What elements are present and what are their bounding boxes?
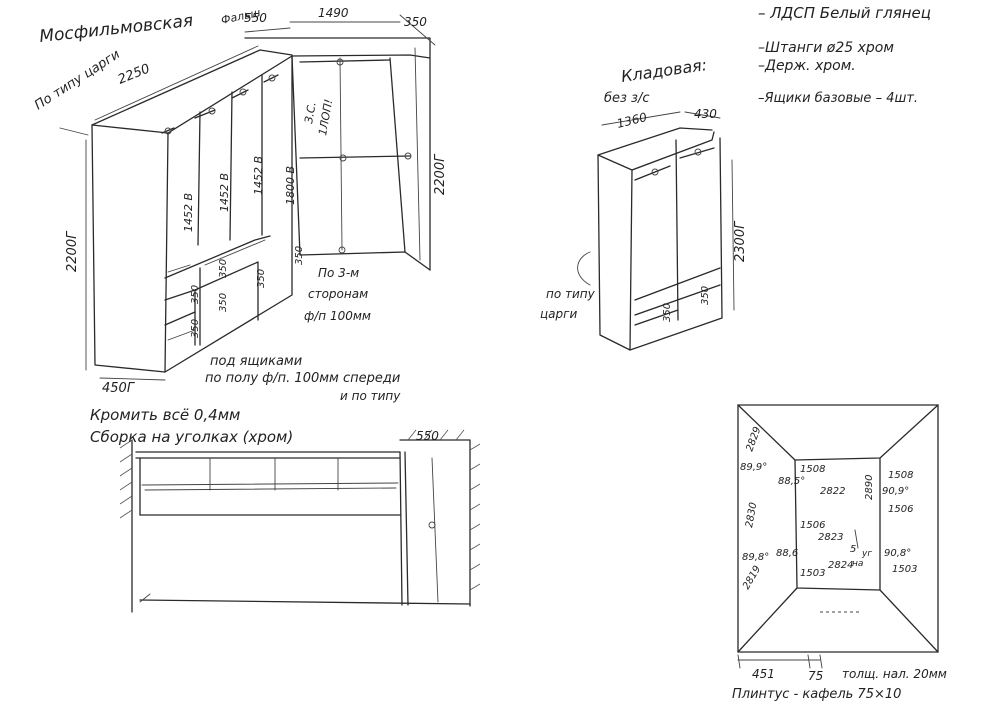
pantry-cell-350-b: 350: [700, 286, 711, 305]
note-3-sides-2: сторонам: [308, 287, 368, 301]
room-909: 90,9°: [882, 486, 909, 497]
room-899: 89,9°: [740, 462, 767, 473]
room-2823: 2823: [818, 532, 843, 543]
plan-dim-550: 550: [416, 429, 439, 443]
room-1506-b: 1506: [800, 520, 825, 531]
room-five: 5: [850, 544, 856, 555]
room-plan-drawing: [737, 404, 939, 669]
pantry-tsargi-2: царги: [540, 307, 577, 321]
pantry-dim-2300: 2300Г: [733, 220, 748, 262]
wardrobe-title: Мосфильмовская: [38, 11, 194, 47]
room-dim-451: 451: [752, 667, 775, 681]
cell-350-a: 350: [218, 259, 229, 278]
material-line-1: – ЛДСП Белый глянец: [758, 4, 931, 22]
pantry-cell-350-a: 350: [662, 303, 673, 322]
pantry-title: Кладовая:: [620, 55, 708, 86]
room-2822: 2822: [820, 486, 845, 497]
note-drawers-3: и по типу: [340, 389, 401, 403]
pantry-tsargi-arrow: [577, 251, 591, 286]
room-1503-b: 1503: [892, 564, 917, 575]
material-line-4: –Ящики базовые – 4шт.: [758, 91, 918, 106]
dim-450: 450Г: [102, 381, 136, 396]
dim-1452-b: 1452 В: [218, 173, 231, 212]
pantry-tsargi-1: по типу: [546, 287, 596, 301]
room-plinth-note: Плинтус - кафель 75×10: [732, 687, 901, 702]
cell-350-d: 350: [256, 269, 267, 288]
dim-350-top: 350: [404, 15, 427, 29]
room-885: 88,5°: [778, 476, 805, 487]
plan-view-drawing: [119, 429, 481, 613]
room-898-b: 90,8°: [884, 548, 911, 559]
room-2890: 2890: [864, 475, 875, 500]
dim-1452-c: 1452 В: [252, 156, 265, 195]
room-1508-b: 1508: [888, 470, 913, 481]
room-898-a: 89,8°: [742, 552, 769, 563]
room-na: на: [852, 559, 863, 569]
cell-350-e: 350: [218, 293, 229, 312]
note-drawers-1: под ящиками: [210, 354, 302, 369]
note-3-sides-1: По 3-м: [318, 266, 359, 280]
cell-350-b: 350: [190, 285, 201, 304]
note-3-sides-3: ф/п 100мм: [304, 309, 371, 323]
room-2829-a: 2829: [744, 425, 763, 453]
room-886: 88,6: [776, 548, 798, 559]
room-1503-a: 1503: [800, 568, 825, 579]
room-1506-a: 1506: [888, 504, 913, 515]
room-2824: 2824: [828, 560, 853, 571]
room-ug: уг: [861, 549, 872, 559]
dim-550-top: 550: [244, 11, 267, 25]
dim-1452-a: 1452 В: [182, 193, 195, 232]
zs-label: З.С.: [302, 101, 319, 125]
room-2819: 2819: [741, 564, 763, 592]
dim-1490-top: 1490: [318, 6, 349, 20]
room-2830: 2830: [744, 502, 759, 529]
lnp-label: 1ЛОП!: [316, 98, 335, 136]
pantry-dim-1360: 1360: [615, 110, 648, 131]
plan-note-assembly: Сборка на уголках (хром): [90, 428, 293, 446]
dim-2200-left: 2200Г: [65, 230, 80, 272]
dim-1800: 1800 В: [284, 166, 297, 205]
note-drawers-2: по полу ф/п. 100мм спереди: [205, 371, 400, 386]
material-line-2: –Штанги ø25 хром: [758, 40, 894, 56]
materials-notes: – ЛДСП Белый глянец –Штанги ø25 хром –Де…: [758, 4, 931, 106]
wardrobe-po-tsargi: По типу царги: [32, 47, 123, 113]
plan-note-edge: Кромить всё 0,4мм: [90, 406, 240, 424]
dim-2250: 2250: [116, 61, 152, 87]
dim-2200-right: 2200Г: [433, 153, 448, 195]
corner-wardrobe-drawing: [59, 14, 436, 381]
room-dim-75: 75: [808, 669, 823, 683]
cell-350-f: 350: [294, 246, 305, 265]
pantry-drawing: [597, 111, 735, 351]
pantry-subtitle: без з/с: [604, 91, 650, 106]
cell-350-c: 350: [190, 319, 201, 338]
pantry-dim-430: 430: [694, 107, 717, 121]
material-line-3: –Держ. хром.: [758, 58, 856, 74]
room-thickness-note: толщ. нал. 20мм: [842, 667, 947, 681]
room-1508-a: 1508: [800, 464, 825, 475]
